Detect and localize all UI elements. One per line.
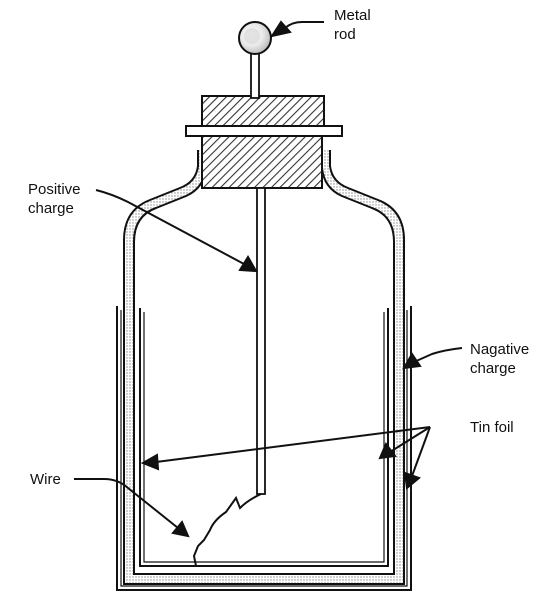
tin-foil-leaders [140, 426, 431, 490]
metal-rod-label-line2: rod [334, 26, 356, 43]
outer-tin-foil [116, 306, 412, 591]
negative-charge-label: Nagative charge [470, 340, 529, 378]
tin-foil-label: Tin foil [470, 419, 514, 436]
negative-charge-label-line2: charge [470, 360, 516, 377]
positive-charge-label: Positive charge [28, 180, 81, 218]
metal-rod-leader [269, 20, 324, 38]
positive-charge-label-line1: Positive [28, 181, 81, 198]
cork-stopper [185, 95, 343, 189]
positive-charge-label-line2: charge [28, 200, 74, 217]
wire-leader [74, 478, 190, 538]
wire-label: Wire [30, 471, 61, 488]
wire [192, 493, 262, 567]
metal-rod-label-line1: Metal [334, 7, 371, 24]
inner-tin-foil [139, 308, 389, 567]
metal-ball-terminal [238, 21, 272, 55]
metal-rod-label: Metal rod [334, 6, 371, 44]
leader-lines [74, 20, 463, 538]
negative-charge-label-line1: Nagative [470, 341, 530, 358]
positive-charge-leader [95, 189, 258, 273]
negative-charge-leader [402, 347, 463, 370]
